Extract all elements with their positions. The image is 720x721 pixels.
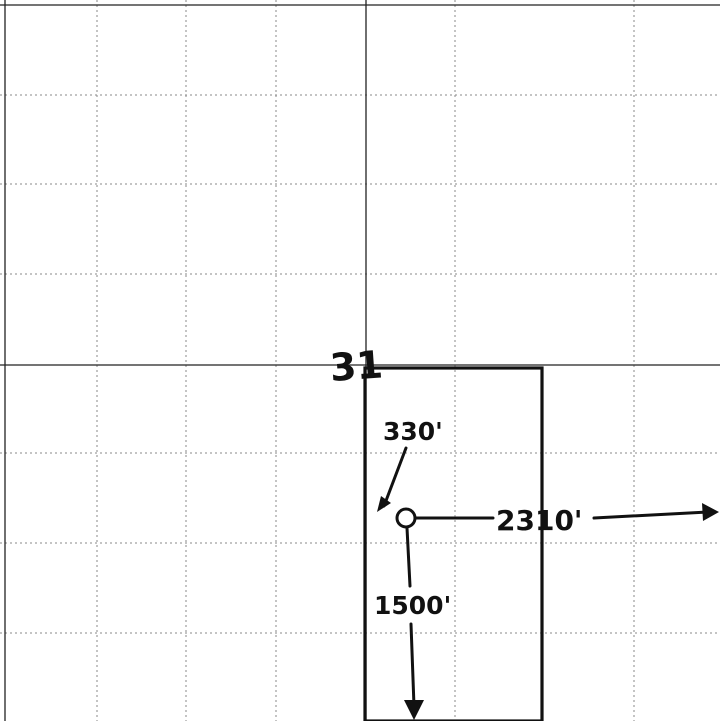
dimension-line-east-right: [592, 510, 710, 520]
footage-label-south: 1500': [374, 591, 451, 620]
footage-label-east: 2310': [496, 504, 583, 537]
section-number: 31: [328, 342, 384, 390]
arrowhead-icon: [702, 503, 719, 521]
arrowhead-icon: [377, 496, 391, 512]
dimension-line-south-bottom: [409, 622, 416, 708]
dimension-arrow-west: [382, 446, 408, 508]
circle-well-icon: [395, 507, 417, 529]
dimension-line-south-top: [405, 526, 412, 588]
footage-label-west: 330': [383, 417, 443, 446]
lease-boundary: [363, 366, 544, 721]
arrowhead-icon: [404, 700, 424, 720]
